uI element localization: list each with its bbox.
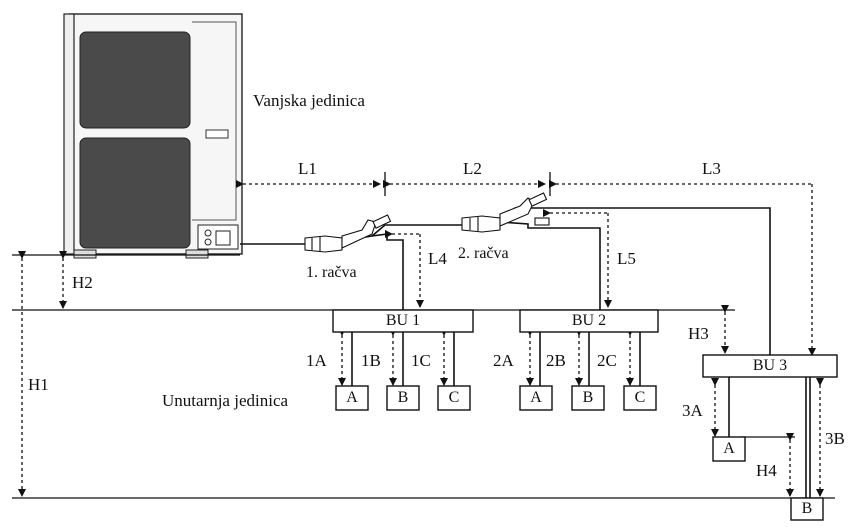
length-l1-label: L1	[298, 159, 317, 178]
dimension-lines	[18, 180, 824, 497]
indoor-pipes	[351, 332, 811, 498]
height-h1-label: H1	[28, 375, 49, 394]
indoor-1a-letter: A	[346, 389, 358, 406]
branch-1-label: 1. račva	[306, 264, 357, 281]
pipe-2c-label: 2C	[597, 351, 617, 370]
pipe-3b-label: 3B	[825, 429, 845, 448]
indoor-1b-letter: B	[397, 389, 409, 406]
indoor-unit-label: Unutarnja jedinica	[162, 391, 289, 410]
indoor-1c-letter: C	[448, 389, 460, 406]
indoor-3b-letter: B	[801, 500, 813, 517]
bu-3-label: BU 3	[752, 357, 788, 374]
height-h3-label: H3	[688, 324, 709, 343]
pipe-2b-label: 2B	[546, 351, 566, 370]
length-l2-label: L2	[463, 159, 482, 178]
indoor-unit-3b	[790, 497, 824, 521]
pipe-1b-label: 1B	[361, 351, 381, 370]
pipe-1c-label: 1C	[411, 351, 431, 370]
pipe-3a-label: 3A	[682, 401, 703, 420]
indoor-unit-2c	[623, 385, 657, 411]
indoor-2c-letter: C	[634, 389, 646, 406]
branch-1-fitting	[304, 214, 392, 253]
outdoor-unit-label: Vanjska jedinica	[253, 91, 365, 110]
length-l3-label: L3	[702, 159, 721, 178]
bu-3-box	[702, 354, 838, 378]
indoor-3a-letter: A	[723, 440, 735, 457]
fan-grille-bottom	[79, 137, 191, 249]
indoor-unit-1c	[437, 385, 471, 411]
bu-2-label: BU 2	[571, 312, 607, 329]
indoor-2b-letter: B	[582, 389, 594, 406]
branch-2-fitting	[461, 192, 550, 233]
pipe-1a-label: 1A	[306, 351, 327, 370]
height-h4-label: H4	[756, 461, 777, 480]
outdoor-unit	[63, 13, 243, 259]
indoor-unit-3a	[712, 436, 746, 462]
indoor-unit-1a	[335, 385, 369, 411]
indoor-unit-2a	[519, 385, 553, 411]
length-l4-label: L4	[428, 249, 447, 268]
length-l5-label: L5	[617, 249, 636, 268]
pipe-2a-label: 2A	[493, 351, 514, 370]
bu-1-label: BU 1	[385, 312, 421, 329]
branch-2-label: 2. račva	[458, 245, 509, 262]
indoor-2a-letter: A	[530, 389, 542, 406]
branch-tick-marks	[384, 172, 551, 196]
indoor-unit-1b	[386, 385, 420, 411]
height-h2-label: H2	[72, 273, 93, 292]
indoor-unit-2b	[571, 385, 605, 411]
fan-grille-top	[79, 31, 191, 129]
